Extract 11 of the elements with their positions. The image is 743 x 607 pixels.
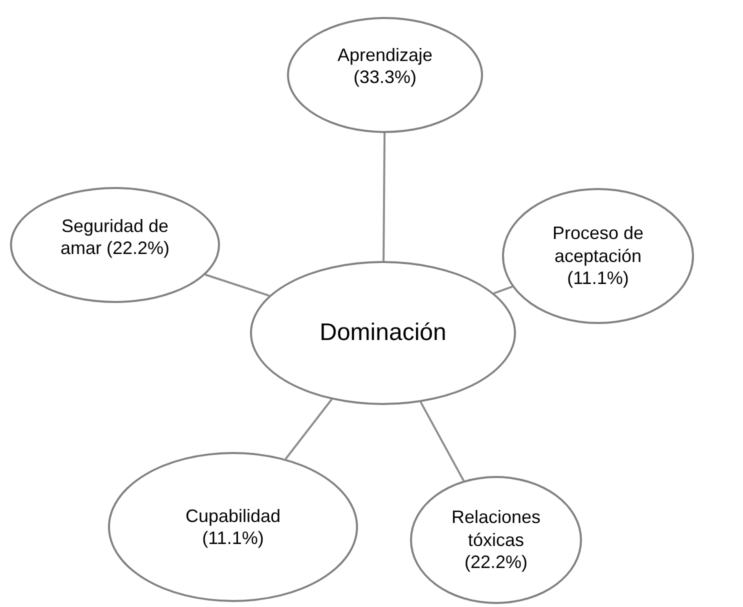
- connector-line: [284, 398, 332, 460]
- node-label: Proceso de aceptación (11.1%): [551, 222, 645, 290]
- connector-line: [420, 402, 464, 482]
- connector-line: [494, 286, 513, 294]
- node-label: Dominación: [320, 318, 446, 348]
- node-label: Aprendizaje (33.3%): [336, 44, 434, 88]
- node-label: Seguridad de amar (22.2%): [59, 214, 171, 260]
- node-label: Relaciones tóxicas (22.2%): [450, 506, 542, 574]
- node-label: Cupabilidad (11.1%): [184, 504, 282, 550]
- connector-line: [204, 274, 270, 297]
- connector-line: [382, 133, 386, 261]
